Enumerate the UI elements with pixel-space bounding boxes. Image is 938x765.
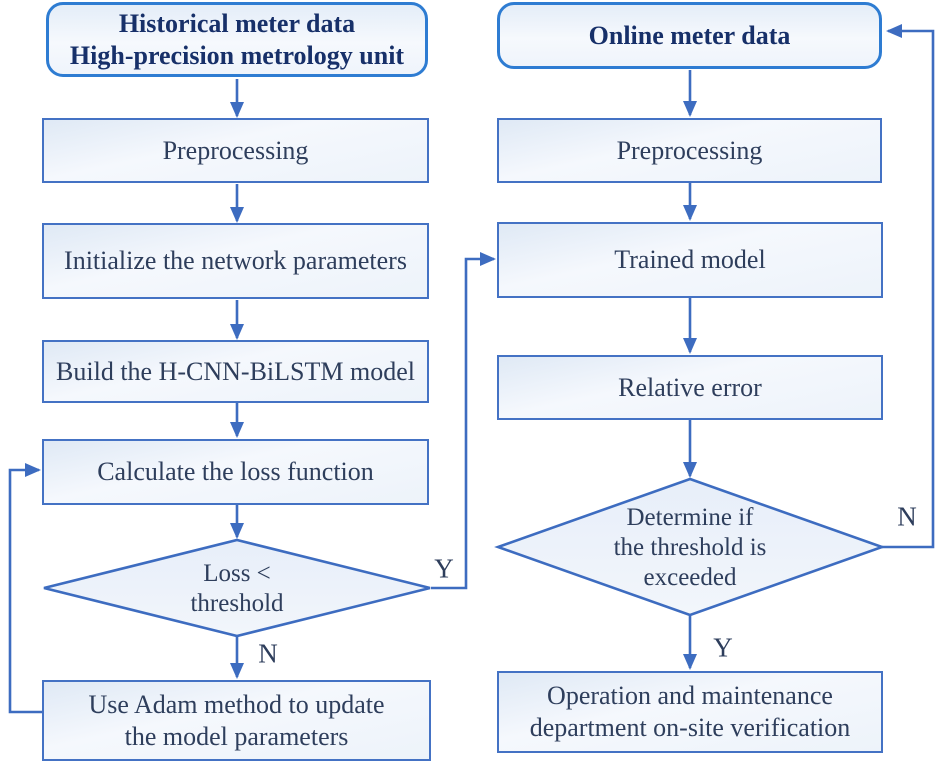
arrow-update-loop-to-calculate [8, 463, 43, 714]
adam-update-box: Use Adam method to update the model para… [42, 680, 431, 761]
relative-error-box: Relative error [497, 355, 883, 420]
loss-threshold-diamond-label: Loss < threshold [190, 560, 284, 617]
calculate-loss-box: Calculate the loss function [42, 439, 429, 505]
label-yes-right: Y [713, 632, 733, 663]
preprocessing-right-box: Preprocessing [497, 118, 882, 183]
threshold-exceeded-diamond-label: Determine if the threshold is exceeded [613, 504, 767, 591]
label-yes-left: Y [434, 553, 454, 584]
arrow-decision-yes-to-trained-model [431, 252, 496, 590]
trained-model-box: Trained model [497, 222, 883, 298]
preprocessing-left-box: Preprocessing [42, 118, 429, 183]
verification-box: Operation and maintenance department on-… [497, 671, 883, 753]
loss-threshold-diamond [43, 538, 431, 638]
historical-data-terminal: Historical meter data High-precision met… [46, 2, 428, 77]
build-model-box: Build the H-CNN-BiLSTM model [42, 340, 429, 403]
threshold-exceeded-diamond [494, 477, 886, 617]
arrow-decision-no-to-online-data [882, 24, 935, 549]
online-data-terminal: Online meter data [497, 2, 882, 69]
label-no-left: N [258, 638, 278, 669]
label-no-right: N [897, 501, 917, 532]
initialize-parameters-box: Initialize the network parameters [42, 223, 429, 299]
